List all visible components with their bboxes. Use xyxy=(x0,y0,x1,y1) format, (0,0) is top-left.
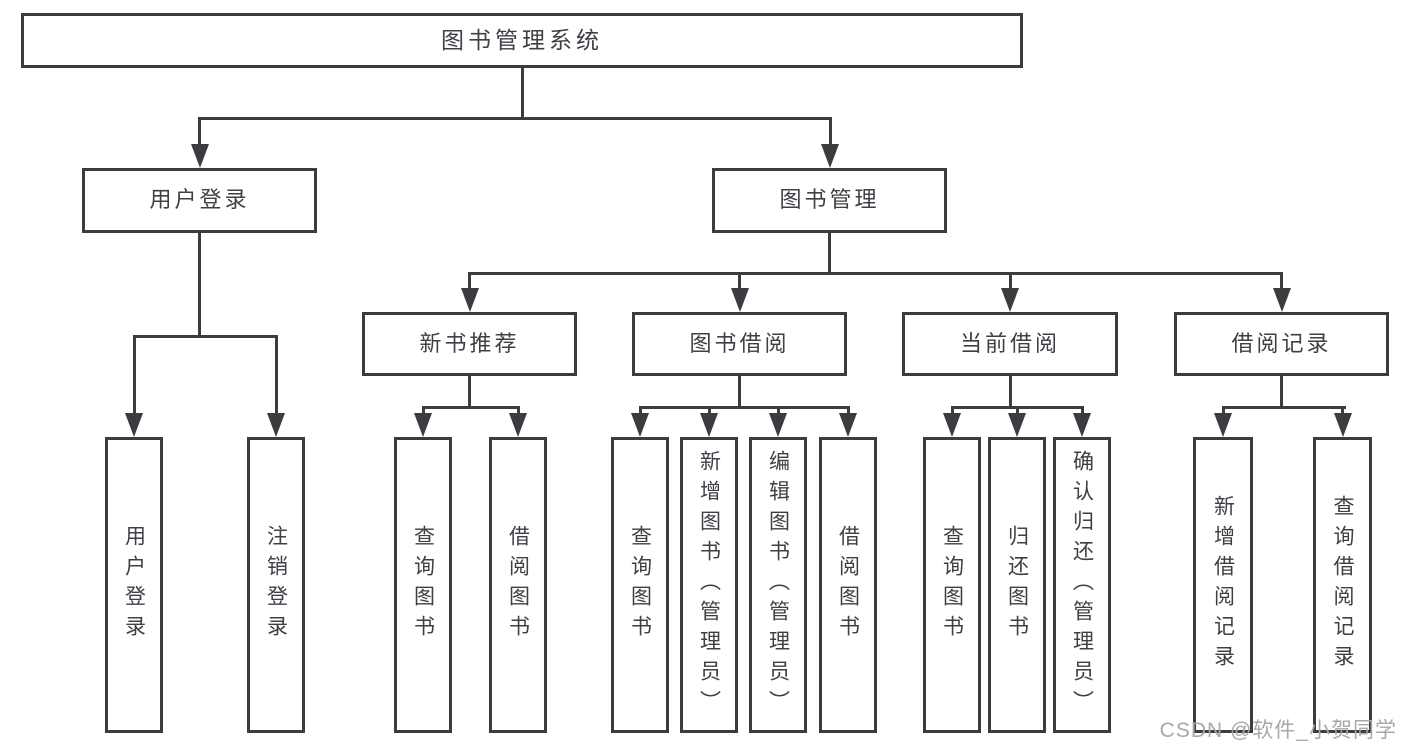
watermark-text: CSDN @软件_小贺同学 xyxy=(1159,719,1397,742)
connector-segment xyxy=(738,272,741,288)
leaf-query-books-current: 查询图书 xyxy=(923,437,981,733)
connector-segment xyxy=(828,233,831,275)
connector-segment xyxy=(274,335,278,413)
arrow-down-icon xyxy=(631,413,649,437)
connector-segment xyxy=(468,376,471,409)
arrow-down-icon xyxy=(267,413,285,437)
connector-segment xyxy=(1008,376,1012,409)
connector-segment xyxy=(1280,376,1283,409)
node-user-login: 用户登录 xyxy=(82,168,317,233)
connector-segment xyxy=(1080,406,1084,413)
connector-segment xyxy=(1221,406,1225,413)
leaf-query-books-borrow: 查询图书 xyxy=(611,437,669,733)
connector-segment xyxy=(520,68,524,120)
leaf-user-login: 用户登录 xyxy=(105,437,163,733)
node-root: 图书管理系统 xyxy=(21,13,1023,68)
connector-segment xyxy=(198,117,201,144)
connector-segment xyxy=(516,406,520,413)
arrow-down-icon xyxy=(1073,413,1091,437)
leaf-edit-book-admin: 编辑图书（管理员） xyxy=(749,437,807,733)
connector-segment xyxy=(1221,406,1346,409)
connector-segment xyxy=(950,406,954,413)
node-book-borrow: 图书借阅 xyxy=(632,312,847,376)
arrow-down-icon xyxy=(1272,288,1291,312)
connector-segment xyxy=(1341,406,1344,413)
leaf-borrow-books: 借阅图书 xyxy=(819,437,877,733)
arrow-down-icon xyxy=(1008,413,1026,437)
connector-segment xyxy=(738,376,741,409)
leaf-add-borrow-record: 新增借阅记录 xyxy=(1193,437,1253,733)
arrow-down-icon xyxy=(125,413,143,437)
node-new-book-recommend: 新书推荐 xyxy=(362,312,577,376)
arrow-down-icon xyxy=(1333,413,1352,437)
connector-segment xyxy=(638,406,850,409)
node-book-management: 图书管理 xyxy=(712,168,947,233)
arrow-down-icon xyxy=(700,413,718,437)
arrow-down-icon xyxy=(943,413,961,437)
node-borrow-records: 借阅记录 xyxy=(1174,312,1389,376)
connector-segment xyxy=(1008,272,1012,288)
leaf-borrow-books-recommend: 借阅图书 xyxy=(489,437,547,733)
connector-segment xyxy=(1280,272,1283,288)
connector-segment xyxy=(132,335,136,413)
leaf-logout: 注销登录 xyxy=(247,437,305,733)
connector-segment xyxy=(132,335,278,338)
connector-segment xyxy=(468,272,471,288)
connector-segment xyxy=(828,117,832,144)
connector-segment xyxy=(468,272,1283,275)
arrow-down-icon xyxy=(821,144,839,168)
arrow-down-icon xyxy=(769,413,787,437)
arrow-down-icon xyxy=(509,413,527,437)
connector-segment xyxy=(198,117,832,120)
leaf-confirm-return-admin: 确认归还（管理员） xyxy=(1053,437,1111,733)
arrow-down-icon xyxy=(414,413,432,437)
leaf-add-book-admin: 新增图书（管理员） xyxy=(680,437,738,733)
leaf-query-borrow-record: 查询借阅记录 xyxy=(1313,437,1372,733)
arrow-down-icon xyxy=(839,413,857,437)
arrow-down-icon xyxy=(730,288,749,312)
arrow-down-icon xyxy=(460,288,479,312)
arrow-down-icon xyxy=(1001,288,1019,312)
connector-segment xyxy=(638,406,642,413)
leaf-return-books: 归还图书 xyxy=(988,437,1046,733)
arrow-down-icon xyxy=(190,144,209,168)
connector-segment xyxy=(846,406,850,413)
connector-segment xyxy=(776,406,780,413)
arrow-down-icon xyxy=(1214,413,1232,437)
connector-segment xyxy=(421,406,520,409)
connector-segment xyxy=(707,406,711,413)
connector-segment xyxy=(421,406,425,413)
connector-segment xyxy=(198,233,201,338)
node-current-borrow: 当前借阅 xyxy=(902,312,1118,376)
connector-segment xyxy=(1015,406,1019,413)
leaf-query-books-recommend: 查询图书 xyxy=(394,437,452,733)
